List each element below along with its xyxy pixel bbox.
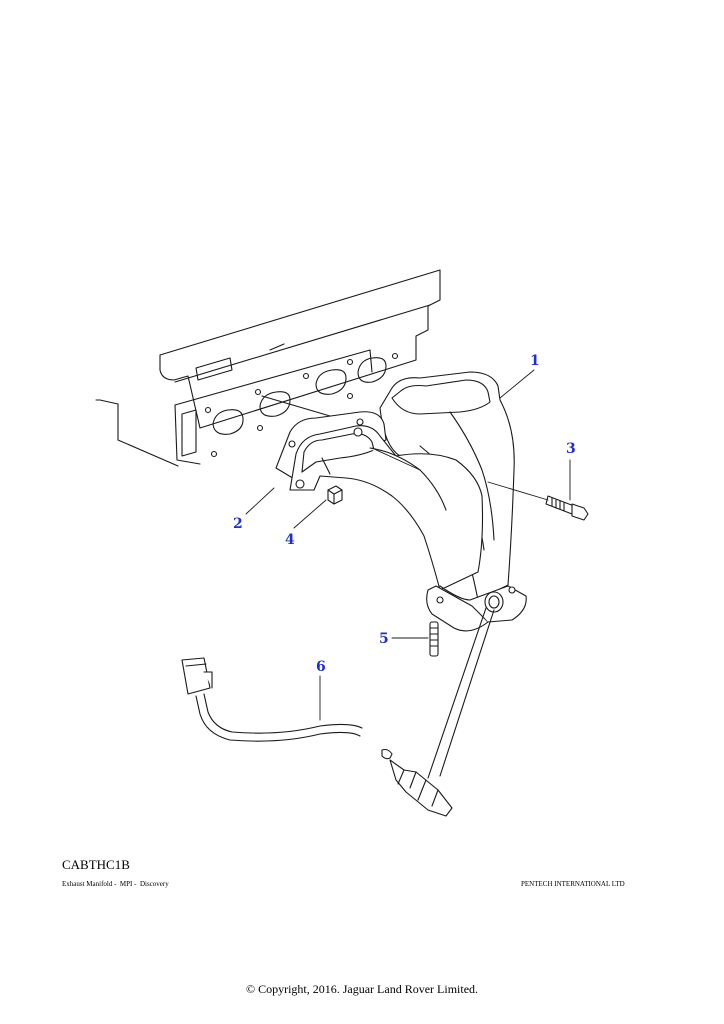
sensor-leader-lines bbox=[427, 607, 495, 779]
callout-2-label: 2 bbox=[233, 516, 243, 532]
stud-illustration bbox=[429, 621, 439, 657]
callout-leaders bbox=[245, 369, 571, 721]
oxygen-sensor-illustration bbox=[181, 657, 453, 817]
callout-2: 2 bbox=[233, 517, 243, 531]
callout-1: 1 bbox=[530, 354, 540, 368]
cylinder-head-illustration bbox=[95, 269, 441, 467]
callout-6: 6 bbox=[316, 660, 326, 674]
manifold-bolt-illustration bbox=[545, 495, 589, 521]
diagram-caption: Exhaust Manifold - MPI - Discovery bbox=[62, 880, 169, 888]
callout-5-label: 5 bbox=[379, 631, 389, 647]
callout-4-label: 4 bbox=[285, 532, 295, 548]
callout-3-label: 3 bbox=[566, 441, 576, 457]
illustration-code: CABTHC1B bbox=[62, 857, 130, 872]
manifold-front-runner bbox=[289, 425, 484, 591]
copyright-notice: © Copyright, 2016. Jaguar Land Rover Lim… bbox=[245, 982, 479, 996]
manifold-nut-illustration bbox=[327, 485, 343, 505]
callout-3: 3 bbox=[566, 442, 576, 456]
publisher-caption: PENTECH INTERNATIONAL LTD bbox=[521, 880, 625, 888]
callout-6-label: 6 bbox=[316, 659, 326, 675]
callout-1-label: 1 bbox=[530, 353, 540, 369]
callout-4: 4 bbox=[285, 533, 295, 547]
callout-5: 5 bbox=[379, 632, 389, 646]
